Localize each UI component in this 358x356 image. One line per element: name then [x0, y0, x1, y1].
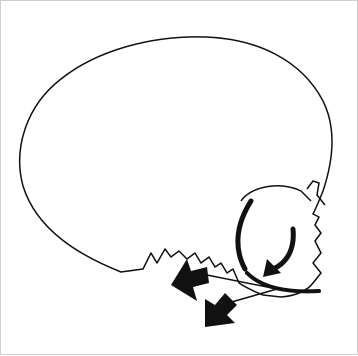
- force-arrow-lower-icon: [205, 293, 237, 327]
- force-arrow-upper-icon: [171, 259, 209, 301]
- zygomatic-line-icon: [238, 201, 251, 269]
- rotation-arrow-icon: [273, 229, 293, 269]
